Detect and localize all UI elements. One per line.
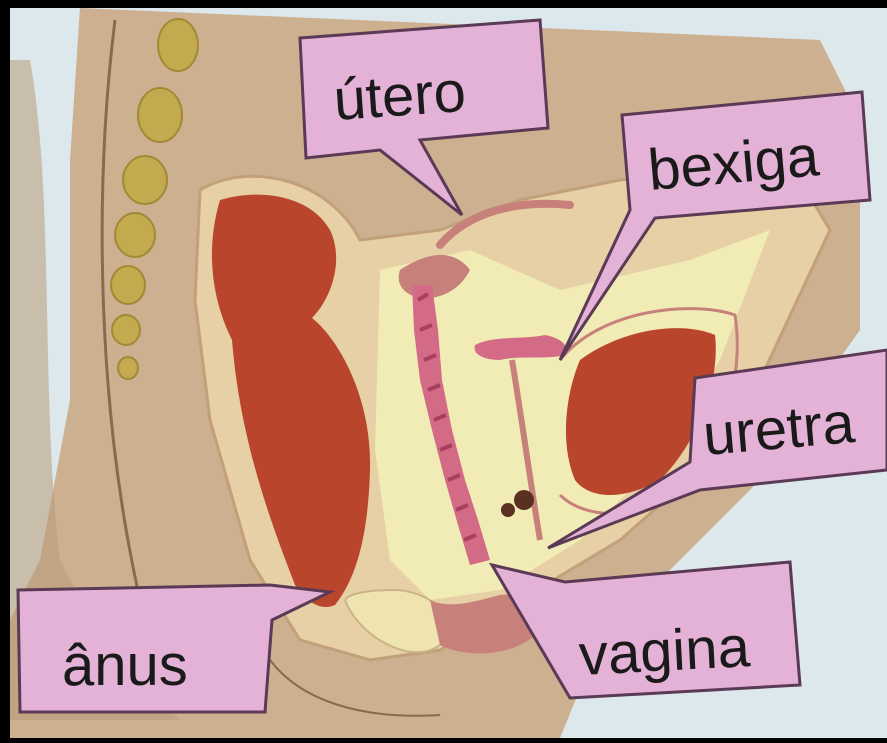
label-uretra-text: uretra	[700, 390, 857, 468]
label-vagina-text: vagina	[577, 614, 752, 688]
pubic-bone-marker	[514, 490, 534, 510]
label-anus-text: ânus	[62, 633, 188, 698]
label-utero-text: útero	[331, 59, 467, 133]
pubic-bone-marker-2	[501, 503, 515, 517]
